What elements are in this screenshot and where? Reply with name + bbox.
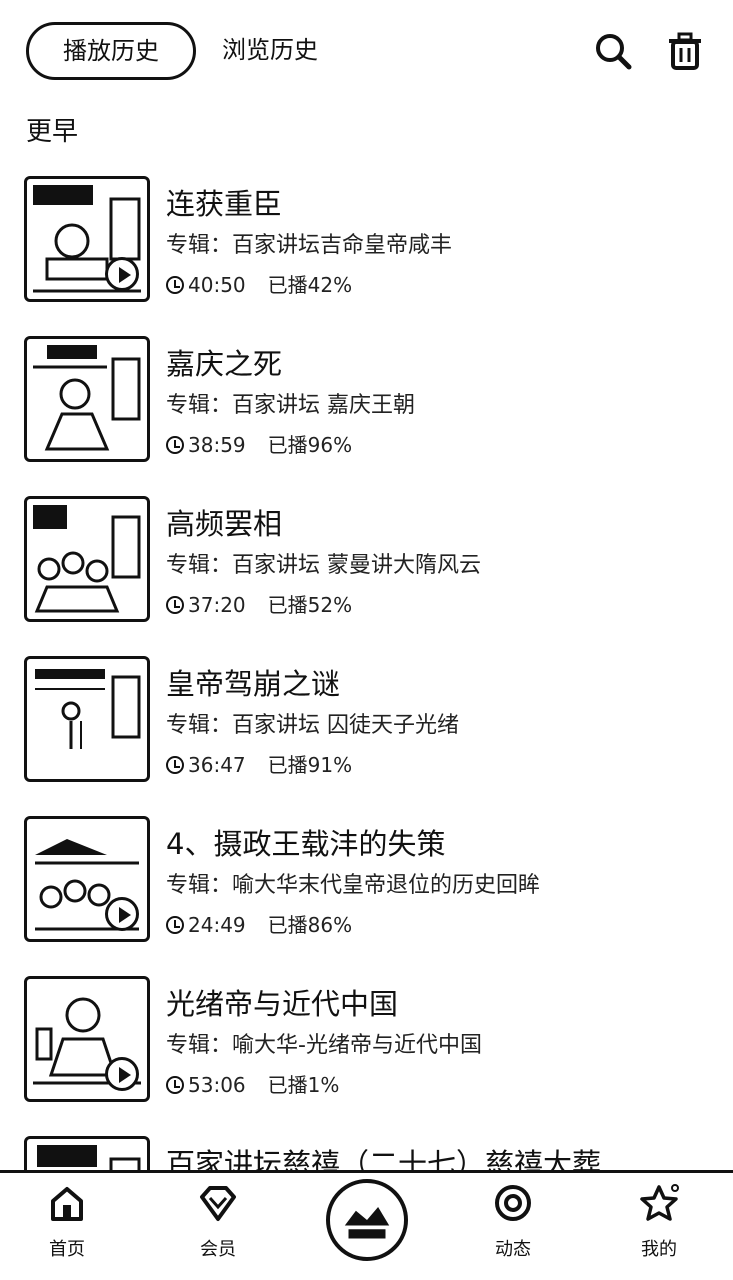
tab-browse-history[interactable]: 浏览历史 xyxy=(222,36,318,64)
episode-progress: 已播42% xyxy=(267,273,353,297)
episode-meta: 37:20 已播52% xyxy=(166,590,726,620)
star-icon xyxy=(640,1184,679,1221)
feed-icon xyxy=(495,1185,531,1221)
episode-duration: 36:47 xyxy=(188,753,246,777)
episode-progress: 已播52% xyxy=(267,593,353,617)
list-item[interactable]: 高频罢相 专辑：百家讲坛 蒙曼讲大隋风云 37:20 已播52% xyxy=(0,490,733,630)
episode-duration: 37:20 xyxy=(188,593,246,617)
clock-icon xyxy=(166,916,184,934)
header: 播放历史 浏览历史 xyxy=(0,0,733,100)
play-icon xyxy=(105,1057,139,1091)
nav-home[interactable]: 首页 xyxy=(22,1183,112,1273)
episode-album: 专辑：百家讲坛 囚徒天子光绪 xyxy=(166,713,459,738)
clock-icon xyxy=(166,756,184,774)
episode-thumbnail xyxy=(24,816,150,942)
now-playing-button[interactable] xyxy=(326,1179,408,1261)
search-icon[interactable] xyxy=(592,30,634,72)
episode-duration: 38:59 xyxy=(188,433,246,457)
nav-feed[interactable]: 动态 xyxy=(468,1183,558,1273)
list-item[interactable]: 光绪帝与近代中国 专辑：喻大华-光绪帝与近代中国 53:06 已播1% xyxy=(0,970,733,1110)
tab-play-history[interactable]: 播放历史 xyxy=(26,22,196,80)
episode-title: 高频罢相 xyxy=(166,507,283,541)
episode-thumbnail xyxy=(24,496,150,622)
episode-title: 嘉庆之死 xyxy=(166,347,283,381)
clock-icon xyxy=(166,596,184,614)
nav-feed-label: 动态 xyxy=(495,1239,531,1260)
episode-title: 光绪帝与近代中国 xyxy=(166,987,399,1021)
now-playing-cover-icon xyxy=(333,1186,401,1254)
episode-meta: 53:06 已播1% xyxy=(166,1070,726,1100)
clock-icon xyxy=(166,276,184,294)
bottom-nav: 首页 会员 动态 我的 xyxy=(0,1170,733,1280)
list-item[interactable]: 4、摄政王载沣的失策 专辑：喻大华末代皇帝退位的历史回眸 24:49 已播86% xyxy=(0,810,733,950)
episode-progress: 已播86% xyxy=(267,913,353,937)
list-item[interactable]: 连获重臣 专辑：百家讲坛吉命皇帝咸丰 40:50 已播42% xyxy=(0,170,733,310)
episode-album: 专辑：喻大华-光绪帝与近代中国 xyxy=(166,1033,482,1058)
episode-album: 专辑：喻大华末代皇帝退位的历史回眸 xyxy=(166,873,541,898)
diamond-icon xyxy=(200,1186,236,1221)
clock-icon xyxy=(166,1076,184,1094)
episode-thumbnail xyxy=(24,976,150,1102)
episode-thumbnail xyxy=(24,656,150,782)
episode-duration: 53:06 xyxy=(188,1073,246,1097)
episode-thumbnail xyxy=(24,176,150,302)
episode-duration: 40:50 xyxy=(188,273,246,297)
nav-mine-label: 我的 xyxy=(641,1239,677,1260)
nav-home-label: 首页 xyxy=(49,1239,85,1260)
nav-vip-label: 会员 xyxy=(200,1239,236,1260)
episode-progress: 已播96% xyxy=(267,433,353,457)
episode-meta: 38:59 已播96% xyxy=(166,430,726,460)
episode-title: 连获重臣 xyxy=(166,187,283,221)
episode-album: 专辑：百家讲坛 蒙曼讲大隋风云 xyxy=(166,553,481,578)
play-icon xyxy=(105,897,139,931)
episode-title: 4、摄政王载沣的失策 xyxy=(166,827,446,861)
episode-title: 皇帝驾崩之谜 xyxy=(166,667,341,701)
list-item[interactable]: 嘉庆之死 专辑：百家讲坛 嘉庆王朝 38:59 已播96% xyxy=(0,330,733,470)
episode-album: 专辑：百家讲坛 嘉庆王朝 xyxy=(166,393,415,418)
episode-meta: 36:47 已播91% xyxy=(166,750,726,780)
episode-meta: 24:49 已播86% xyxy=(166,910,726,940)
episode-progress: 已播1% xyxy=(267,1073,340,1097)
episode-meta: 40:50 已播42% xyxy=(166,270,726,300)
episode-duration: 24:49 xyxy=(188,913,246,937)
episode-album: 专辑：百家讲坛吉命皇帝咸丰 xyxy=(166,233,453,258)
nav-mine[interactable]: 我的 xyxy=(614,1183,704,1273)
list-item[interactable]: 皇帝驾崩之谜 专辑：百家讲坛 囚徒天子光绪 36:47 已播91% xyxy=(0,650,733,790)
trash-icon[interactable] xyxy=(664,30,706,72)
episode-progress: 已播91% xyxy=(267,753,353,777)
section-title: 更早 xyxy=(26,117,79,147)
clock-icon xyxy=(166,436,184,454)
nav-vip[interactable]: 会员 xyxy=(173,1183,263,1273)
play-icon xyxy=(105,257,139,291)
episode-thumbnail xyxy=(24,336,150,462)
home-icon xyxy=(51,1187,83,1221)
